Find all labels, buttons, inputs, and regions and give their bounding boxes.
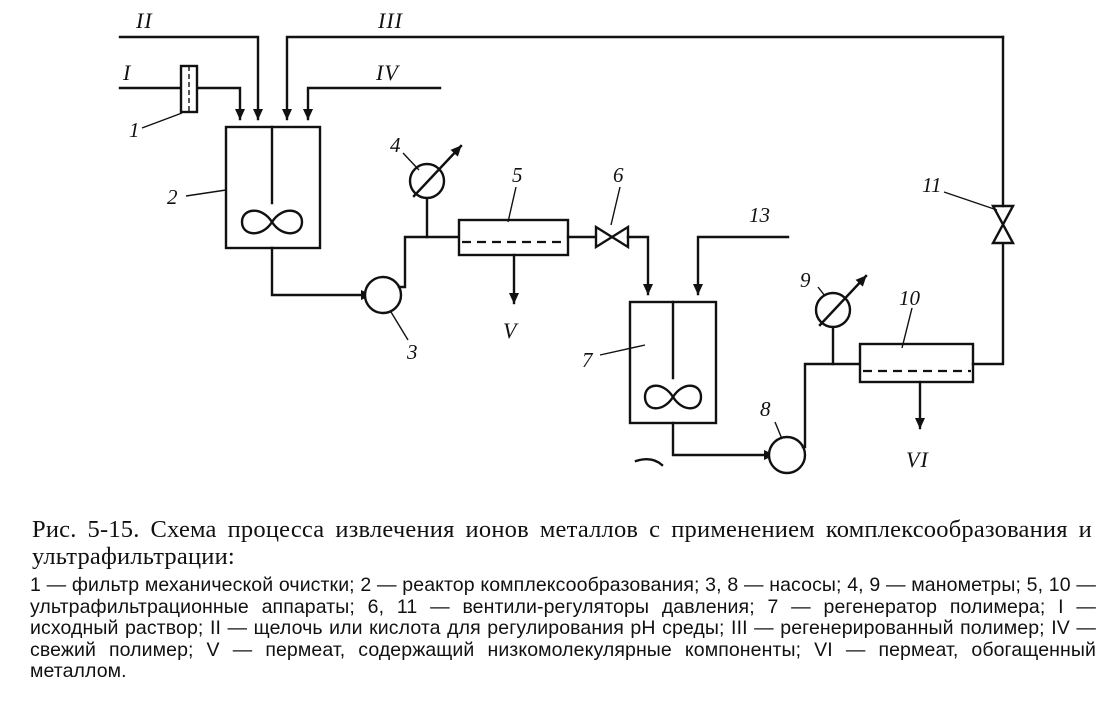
manometer-9 <box>814 274 868 366</box>
label-10: 10 <box>899 286 921 310</box>
stream-V-label: V <box>503 318 519 343</box>
retentate-return-line <box>971 243 1005 366</box>
label-1: 1 <box>129 118 140 142</box>
stream-labels: II III I IV V VI <box>122 8 929 472</box>
stream-VI-label: VI <box>906 447 929 472</box>
stream-IV-label: IV <box>375 60 400 85</box>
valve6-to-regenerator-line <box>626 235 653 296</box>
label-11: 11 <box>922 173 941 197</box>
polymer-regenerator <box>628 300 718 425</box>
equipment-labels: 1 2 3 4 5 6 7 8 9 10 11 13 <box>129 118 941 421</box>
figure-caption-legend: 1 — фильтр механической очистки; 2 — реа… <box>30 574 1096 682</box>
manometer-4 <box>408 144 463 239</box>
label-6: 6 <box>613 163 624 187</box>
stream-I-line-out <box>194 86 245 121</box>
mechanical-filter <box>179 64 199 114</box>
label-2: 2 <box>167 185 178 209</box>
feed-lines <box>118 35 1005 121</box>
process-flow-diagram: II III I IV V VI 1 2 3 4 5 6 7 8 9 10 11… <box>118 8 1016 475</box>
stream-IV-line <box>303 86 442 121</box>
complexation-reactor <box>224 125 322 250</box>
pump8-to-uf10-line <box>801 362 862 449</box>
label-9: 9 <box>800 268 811 292</box>
stray-mark <box>634 458 664 467</box>
stream-III-line <box>282 35 1005 121</box>
figure-caption-title: Рис. 5-15. Схема процесса извлечения ион… <box>32 516 1092 570</box>
mixer-icon <box>240 209 304 235</box>
regenerator-outlet-line <box>671 421 776 460</box>
stream-II-label: II <box>135 8 153 33</box>
label-13: 13 <box>749 203 770 227</box>
valve-6 <box>594 224 630 250</box>
stream-13-line <box>693 235 790 296</box>
stream-I-label: I <box>122 60 132 85</box>
valve-11 <box>990 204 1016 245</box>
reactor-outlet-line <box>270 246 373 300</box>
pump3-to-uf5-line <box>397 235 461 289</box>
pump-8 <box>767 435 807 475</box>
label-3: 3 <box>406 340 418 364</box>
label-4: 4 <box>390 133 401 157</box>
ultrafiltration-unit-10 <box>858 342 975 384</box>
leader-lines <box>141 112 998 467</box>
label-7: 7 <box>582 348 594 372</box>
mixer-icon <box>643 384 703 410</box>
stream-III-label: III <box>377 8 404 33</box>
ultrafiltration-unit-5 <box>457 218 570 257</box>
label-8: 8 <box>760 397 771 421</box>
stream-II-line <box>118 35 263 121</box>
pump-3 <box>363 275 403 315</box>
label-5: 5 <box>512 163 523 187</box>
